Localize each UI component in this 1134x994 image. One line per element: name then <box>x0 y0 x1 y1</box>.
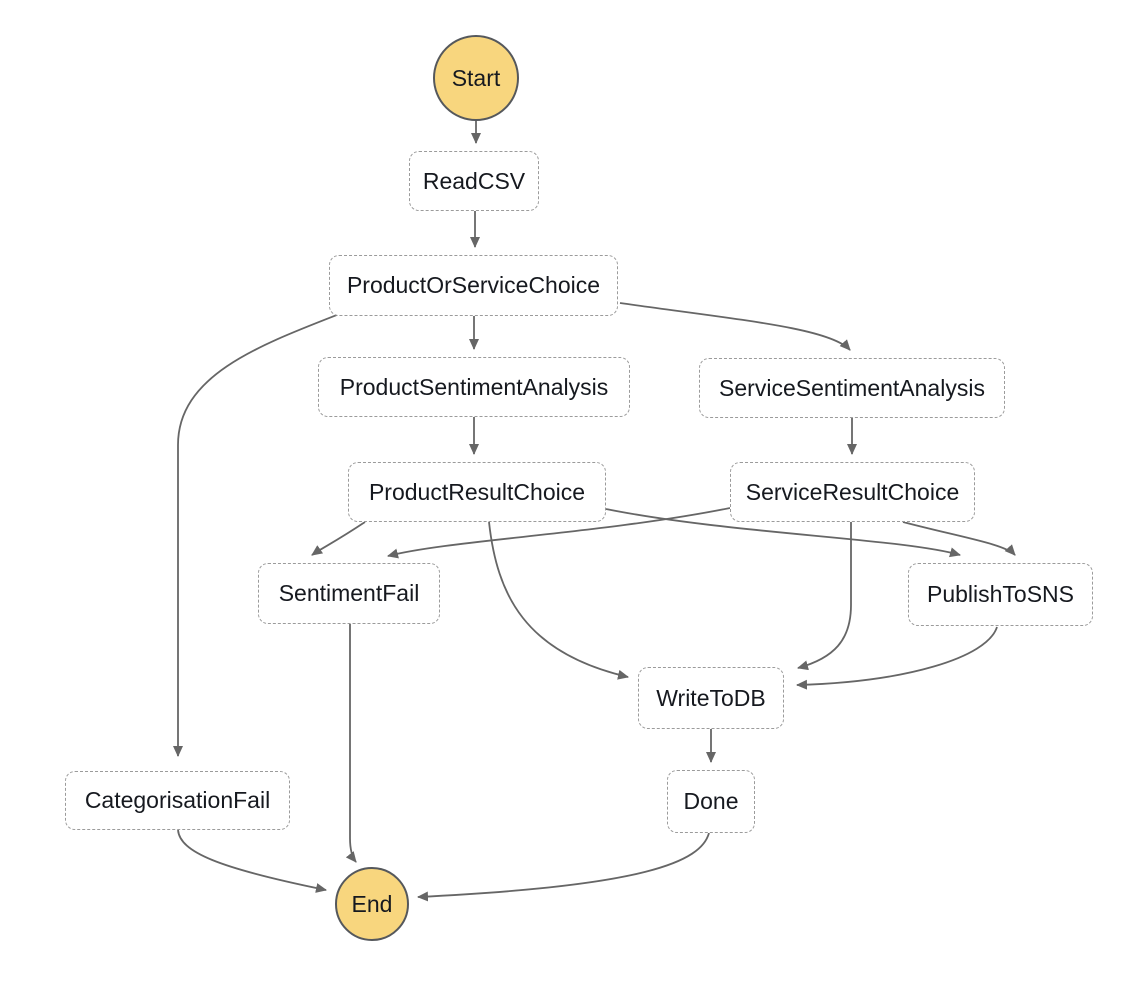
node-start: Start <box>433 35 519 121</box>
edge-sentimentfail-end <box>345 624 357 863</box>
node-publishtosns-label: PublishToSNS <box>926 581 1075 607</box>
node-productresultchoice-label: ProductResultChoice <box>368 478 586 505</box>
node-servicesentimentanalysis: ServiceSentimentAnalysis <box>699 358 1005 418</box>
node-start-label: Start <box>451 64 501 91</box>
node-writetodb-label: WriteToDB <box>656 684 766 711</box>
node-productsentimentanalysis: ProductSentimentAnalysis <box>318 357 630 417</box>
edge-productresultchoice-sentimentfail <box>311 521 366 556</box>
node-sentimentfail: SentimentFail <box>258 563 440 624</box>
node-productresultchoice: ProductResultChoice <box>348 462 606 522</box>
edge-productorservicechoice-servicesentimentanalysis <box>619 302 851 351</box>
node-serviceresultchoice: ServiceResultChoice <box>730 462 975 522</box>
node-serviceresultchoice-label: ServiceResultChoice <box>745 478 960 505</box>
node-servicesentimentanalysis-label: ServiceSentimentAnalysis <box>719 374 985 401</box>
node-productorservicechoice: ProductOrServiceChoice <box>329 255 618 316</box>
node-done-label: Done <box>683 788 739 814</box>
node-writetodb: WriteToDB <box>638 667 784 729</box>
node-done: Done <box>667 770 755 833</box>
node-publishtosns: PublishToSNS <box>908 563 1093 626</box>
edge-serviceresultchoice-publishtosns <box>902 521 1016 556</box>
edge-categorisationfail-end <box>177 829 327 893</box>
node-categorisationfail-label: CategorisationFail <box>84 787 271 813</box>
node-readcsv: ReadCSV <box>409 151 539 211</box>
node-readcsv-label: ReadCSV <box>422 167 526 194</box>
node-productsentimentanalysis-label: ProductSentimentAnalysis <box>339 373 609 400</box>
edge-done-end <box>417 832 710 902</box>
edge-productresultchoice-writetodb <box>488 521 629 680</box>
node-categorisationfail: CategorisationFail <box>65 771 290 830</box>
node-end-label: End <box>351 890 393 917</box>
edge-serviceresultchoice-writetodb <box>797 522 852 671</box>
edge-publishtosns-writetodb <box>796 626 998 690</box>
node-sentimentfail-label: SentimentFail <box>278 580 420 606</box>
node-productorservicechoice-label: ProductOrServiceChoice <box>346 272 601 298</box>
node-end: End <box>335 867 409 941</box>
